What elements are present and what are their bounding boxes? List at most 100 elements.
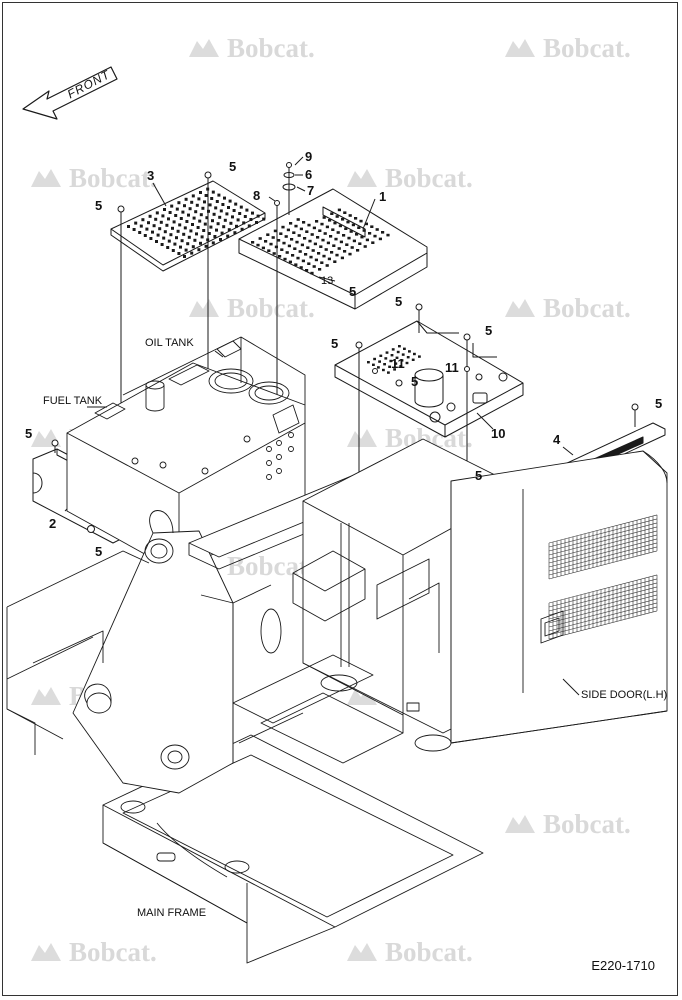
bobcat-logo-icon (189, 299, 219, 317)
callout-5: 5 (331, 336, 339, 351)
vent-hole (212, 212, 216, 216)
vent-hole (278, 255, 282, 258)
vent-hole (382, 368, 385, 372)
vent-hole (264, 240, 268, 243)
vent-hole (379, 354, 383, 357)
vent-hole (342, 234, 346, 237)
bolt-5 (87, 525, 95, 533)
vent-hole (183, 226, 187, 230)
bobcat-logo-icon (505, 39, 535, 57)
watermark: Bobcat. (29, 937, 157, 968)
vent-hole (266, 233, 270, 236)
filter-cylinder (414, 368, 444, 408)
vent-hole (222, 225, 226, 229)
vent-hole (333, 260, 337, 263)
vent-hole (325, 264, 329, 267)
vent-hole (305, 269, 309, 272)
vent-hole (249, 218, 253, 221)
vent-hole (321, 238, 325, 242)
vent-hole (319, 245, 323, 248)
vent-hole (196, 226, 200, 229)
watermark: Bobcat. (29, 163, 157, 194)
vent-hole (333, 221, 337, 225)
vent-hole (183, 255, 186, 258)
vent-hole (156, 233, 160, 237)
bolt-5 (355, 341, 363, 349)
vent-hole (291, 254, 295, 257)
vent-hole (145, 227, 149, 231)
mesh-line (548, 598, 658, 628)
vent-hole (315, 220, 319, 223)
vent-hole (272, 252, 276, 255)
vent-hole (316, 236, 320, 239)
vent-hole (201, 206, 205, 210)
cover-plate-3 (110, 180, 266, 272)
callout-11: 11 (391, 356, 405, 371)
vent-hole (193, 238, 197, 242)
vent-hole (217, 193, 221, 197)
vent-hole (195, 203, 199, 207)
vent-hole (139, 224, 143, 228)
vent-hole (287, 244, 291, 248)
vent-hole (242, 221, 246, 225)
vent-hole (314, 258, 318, 262)
vent-hole (220, 231, 224, 235)
vent-hole (208, 203, 212, 207)
vent-hole (219, 209, 223, 213)
bobcat-logo-icon (347, 943, 377, 961)
vent-hole (388, 365, 391, 368)
vent-hole (355, 233, 359, 236)
bolt-5 (415, 303, 423, 311)
bolt-5 (395, 379, 403, 387)
vent-hole (367, 361, 370, 364)
vent-hole (340, 256, 344, 260)
vent-hole (187, 213, 190, 217)
vent-hole (395, 356, 399, 359)
vent-hole (161, 214, 165, 218)
vent-hole (337, 247, 341, 250)
vent-hole (378, 237, 382, 241)
vent-hole (216, 222, 220, 226)
vent-hole (182, 232, 186, 236)
vent-hole (211, 219, 214, 223)
vent-hole (324, 248, 328, 251)
mesh-line (548, 550, 658, 580)
vent-hole (200, 235, 204, 239)
vent-hole (323, 232, 327, 235)
vent-hole (310, 271, 314, 275)
vent-hole (245, 208, 249, 212)
vent-hole (175, 236, 178, 240)
vent-hole (418, 355, 421, 358)
vent-hole (192, 216, 196, 220)
vent-hole (167, 217, 170, 221)
vent-hole (204, 194, 208, 197)
vent-hole (179, 217, 183, 220)
vent-hole (165, 223, 169, 227)
callout-5: 5 (411, 374, 419, 389)
vent-hole (199, 213, 203, 217)
vent-hole (174, 214, 178, 217)
vent-hole (311, 249, 315, 252)
vent-hole (349, 230, 353, 233)
vent-hole (188, 207, 192, 211)
vent-hole (172, 220, 176, 224)
vent-hole (394, 362, 398, 365)
vent-hole (306, 246, 310, 249)
vent-hole (350, 246, 354, 249)
vent-hole (197, 197, 201, 201)
vent-hole (317, 252, 321, 255)
vent-hole (194, 210, 198, 214)
bobcat-logo-icon (189, 39, 219, 57)
cover-plate-1 (238, 188, 428, 310)
vent-hole (294, 224, 298, 228)
vent-hole (221, 203, 225, 206)
vent-hole (191, 245, 195, 249)
vent-hole (235, 224, 238, 228)
vent-hole (398, 345, 401, 348)
vent-hole (329, 235, 333, 238)
vent-hole (180, 239, 184, 243)
bolt-8 (274, 200, 280, 206)
callout-5: 5 (25, 426, 33, 441)
vent-hole (203, 200, 206, 204)
